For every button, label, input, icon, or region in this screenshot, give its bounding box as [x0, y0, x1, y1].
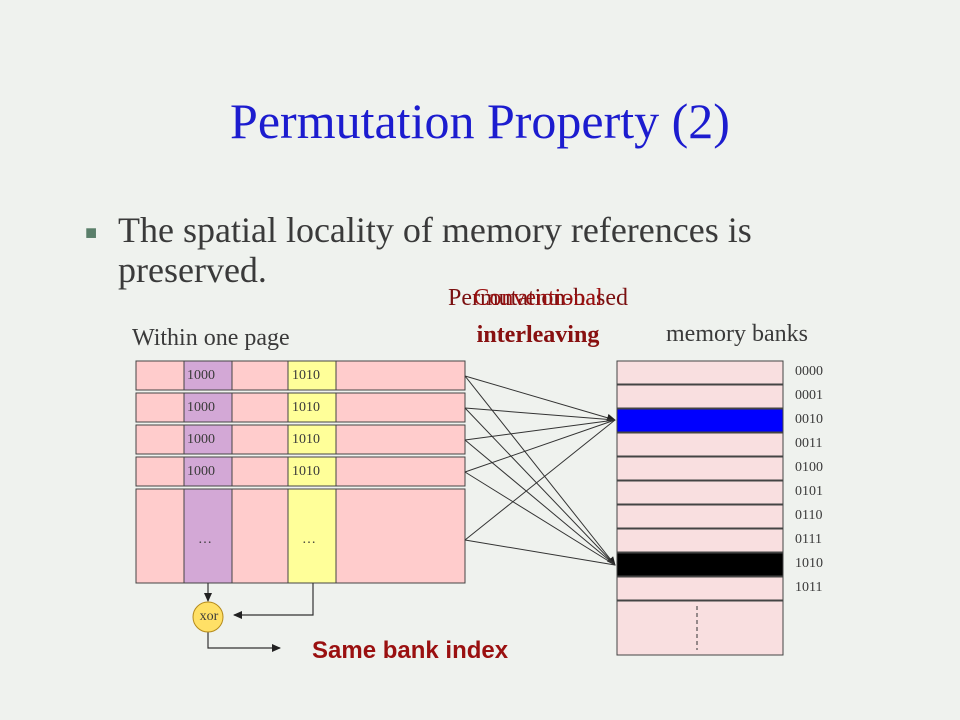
column-a-value: 1000: [187, 464, 215, 479]
memory-banks-label: memory banks: [666, 321, 808, 347]
column-b-value: 1010: [292, 400, 320, 415]
mapping-line: [464, 419, 616, 473]
bank-row: [616, 480, 784, 505]
bank-index: 0110: [795, 508, 823, 523]
column-a-value: 1000: [187, 400, 215, 415]
column-b-cell: [287, 456, 337, 487]
bank-row-highlight-black: [616, 552, 784, 577]
mapping-line: [464, 419, 616, 441]
bank-row: [616, 432, 784, 457]
column-a-cell: [183, 360, 233, 391]
mapping-lines: [464, 375, 616, 566]
memory-banks: [616, 360, 784, 656]
bank-row: [616, 576, 784, 601]
bank-index: 1010: [795, 556, 823, 571]
bank-row: [616, 384, 784, 409]
bank-row-tail: [616, 600, 784, 656]
column-a-cell: [183, 424, 233, 455]
within-one-page-label: Within one page: [132, 325, 290, 351]
bank-row: [616, 360, 784, 385]
mapping-line: [464, 539, 616, 566]
bullet-marker-icon: ■: [85, 222, 98, 244]
column-a-ellipsis: …: [198, 532, 212, 547]
bank-index: 0010: [795, 412, 823, 427]
mapping-line: [464, 439, 616, 566]
column-a-tail: [183, 488, 233, 584]
bank-index: 0101: [795, 484, 823, 499]
column-b-value: 1010: [292, 368, 320, 383]
xor-wiring: [204, 583, 314, 652]
same-bank-index-label: Same bank index: [312, 637, 509, 664]
mapping-line: [464, 419, 616, 541]
bank-index: 0000: [795, 364, 823, 379]
bank-index: 0100: [795, 460, 823, 475]
mapping-line: [464, 471, 616, 566]
mapping-line: [464, 375, 616, 566]
column-b-tail: [287, 488, 337, 584]
column-b-cell: [287, 392, 337, 423]
bank-index: 0011: [795, 436, 823, 451]
bank-index: 0111: [795, 532, 822, 547]
column-b-cell: [287, 424, 337, 455]
mapping-line: [464, 407, 616, 421]
column-a-cell: [183, 392, 233, 423]
column-a-value: 1000: [187, 432, 215, 447]
column-b-value: 1010: [292, 432, 320, 447]
permutation-based-label: Permutation-based: [448, 285, 628, 311]
conventional-label: Conventional: [473, 285, 603, 311]
bank-index: 1011: [795, 580, 823, 595]
mapping-line: [464, 375, 616, 422]
xor-input-b: [233, 583, 314, 619]
bullet-text: The spatial locality of memory reference…: [118, 210, 752, 290]
column-a-cell: [183, 456, 233, 487]
column-b: [287, 360, 337, 584]
bank-index: 0001: [795, 388, 823, 403]
interleaving-label: interleaving: [476, 322, 600, 348]
mapping-line: [464, 407, 616, 566]
bank-row: [616, 456, 784, 481]
column-a: [183, 360, 233, 584]
bank-row: [616, 528, 784, 553]
column-b-ellipsis: …: [302, 532, 316, 547]
xor-label: xor: [199, 609, 219, 624]
interleaving-label-overlay: interleaving: [476, 322, 600, 348]
column-b-cell: [287, 360, 337, 391]
bank-row-highlight-blue: [616, 408, 784, 433]
xor-gate: [192, 601, 224, 633]
bank-row: [616, 504, 784, 529]
slide-title: Permutation Property (2): [230, 93, 730, 149]
column-b-value: 1010: [292, 464, 320, 479]
column-a-value: 1000: [187, 368, 215, 383]
xor-output: [207, 631, 281, 652]
